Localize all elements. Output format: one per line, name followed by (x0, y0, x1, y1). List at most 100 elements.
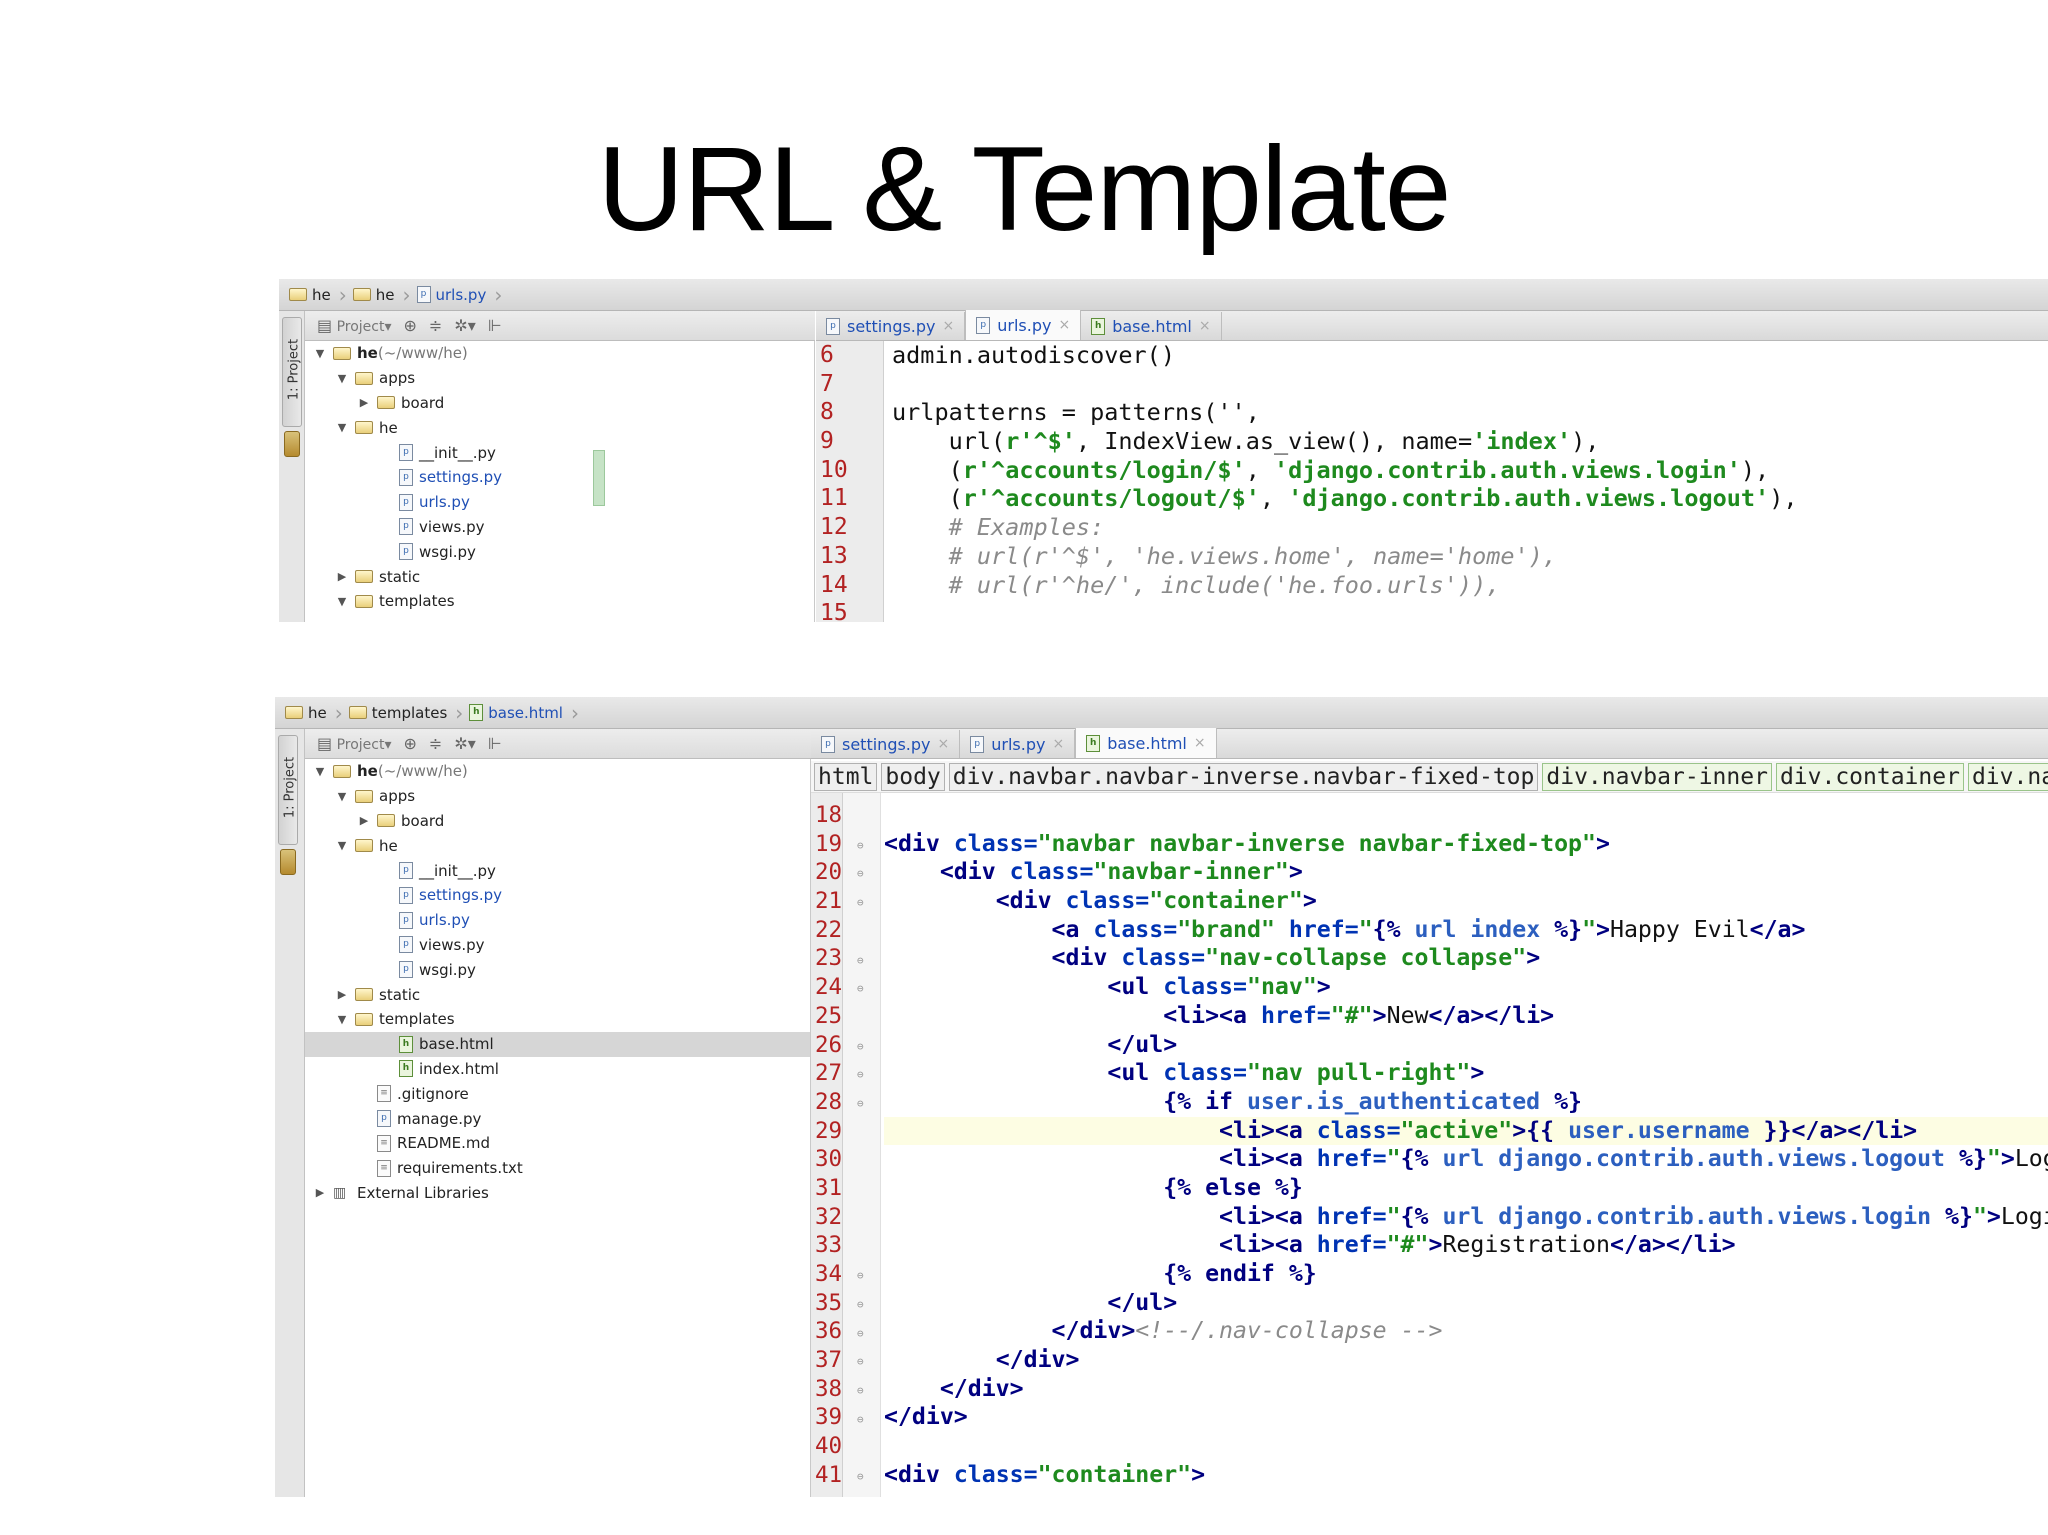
code-line[interactable]: </div> (884, 1346, 2048, 1375)
tree-item[interactable]: ▼templates (305, 589, 814, 614)
fold-marker-icon[interactable]: ⊖ (857, 1384, 864, 1397)
code-line[interactable] (892, 599, 2048, 622)
tag-path-item[interactable]: div.container (1775, 762, 1964, 791)
breadcrumb-item[interactable]: templates (348, 697, 456, 728)
fold-marker-icon[interactable]: ⊖ (857, 838, 864, 852)
fold-marker-icon[interactable]: ⊖ (857, 1039, 864, 1053)
close-icon[interactable]: × (1193, 735, 1206, 751)
collapse-arrow-icon[interactable]: ▶ (337, 988, 347, 1002)
breadcrumb-item[interactable]: he (285, 697, 335, 728)
project-view-dropdown[interactable]: ▤ Project▾ (317, 316, 392, 335)
code-line[interactable]: <li><a class="active">{{ user.username }… (884, 1116, 2048, 1146)
tree-item[interactable]: ▼he (~/www/he) (305, 759, 810, 784)
fold-marker-icon[interactable]: ⊖ (857, 1269, 864, 1283)
tree-item[interactable]: ≡requirements.txt (305, 1156, 810, 1181)
code-line[interactable]: </div> (884, 1375, 2048, 1404)
close-icon[interactable]: × (937, 736, 950, 752)
code-line[interactable]: url(r'^$', IndexView.as_view(), name='in… (892, 427, 2048, 456)
tree-item[interactable]: ▶board (305, 809, 810, 834)
code-line[interactable]: {% endif %} (884, 1260, 2048, 1289)
code-editor[interactable]: <div class="navbar navbar-inverse navbar… (881, 793, 2048, 1497)
code-line[interactable]: <li><a href="#">Registration</a></li> (884, 1231, 2048, 1260)
fold-marker-icon[interactable]: ⊖ (857, 982, 864, 996)
project-view-dropdown[interactable]: ▤ Project▾ (317, 734, 392, 753)
collapse-arrow-icon[interactable]: ▶ (337, 570, 347, 584)
close-icon[interactable]: × (1052, 736, 1065, 752)
code-line[interactable]: <ul class="nav pull-right"> (884, 1059, 2048, 1088)
tag-path-item[interactable]: div.nav-collapse.collaps (1967, 762, 2048, 791)
code-line[interactable]: <a class="brand" href="{% url index %}">… (884, 916, 2048, 945)
code-line[interactable]: </div><!--/.nav-collapse --> (884, 1317, 2048, 1346)
close-icon[interactable]: × (1058, 317, 1071, 333)
expand-arrow-icon[interactable]: ▼ (337, 1012, 347, 1026)
code-line[interactable]: <div class="navbar-inner"> (884, 858, 2048, 887)
tree-item[interactable]: ≡.gitignore (305, 1081, 810, 1106)
structure-tool-tab[interactable] (284, 431, 300, 457)
code-line[interactable]: <li><a href="{% url django.contrib.auth.… (884, 1145, 2048, 1174)
code-line[interactable]: <div class="navbar navbar-inverse navbar… (884, 830, 2048, 859)
code-line[interactable]: # Examples: (892, 513, 2048, 542)
scroll-from-source-icon[interactable]: ⊕ (403, 734, 417, 753)
fold-marker-icon[interactable]: ⊖ (857, 1326, 864, 1340)
code-line[interactable]: {% else %} (884, 1174, 2048, 1203)
code-line[interactable]: {% if user.is_authenticated %} (884, 1088, 2048, 1117)
code-line[interactable]: </ul> (884, 1031, 2048, 1060)
tree-item[interactable]: ▼templates (305, 1007, 810, 1032)
code-line[interactable]: </div> (884, 1403, 2048, 1432)
tree-item[interactable]: ▶static (305, 982, 810, 1007)
project-tool-tab[interactable]: 1: Project (282, 317, 302, 427)
code-line[interactable]: (r'^accounts/login/$', 'django.contrib.a… (892, 456, 2048, 485)
tree-item[interactable]: ▶board (305, 391, 814, 416)
hide-panel-icon[interactable]: ⊩ (487, 316, 502, 335)
code-line[interactable]: </ul> (884, 1289, 2048, 1318)
tag-path-item[interactable]: div.navbar-inner (1542, 762, 1772, 791)
code-line[interactable]: (r'^accounts/logout/$', 'django.contrib.… (892, 484, 2048, 513)
code-line[interactable]: <div class="nav-collapse collapse"> (884, 944, 2048, 973)
breadcrumb-item[interactable]: he (352, 279, 403, 310)
structure-tool-tab[interactable] (280, 849, 296, 875)
expand-arrow-icon[interactable]: ▼ (315, 764, 325, 778)
expand-arrow-icon[interactable]: ▼ (337, 839, 347, 853)
expand-arrow-icon[interactable]: ▼ (315, 346, 325, 360)
fold-marker-icon[interactable]: ⊖ (857, 1297, 864, 1311)
code-line[interactable]: <li><a href="#">New</a></li> (884, 1002, 2048, 1031)
fold-marker-icon[interactable]: ⊖ (857, 896, 864, 910)
close-icon[interactable]: × (1198, 318, 1211, 334)
code-line[interactable]: # url(r'^he/', include('he.foo.urls')), (892, 571, 2048, 600)
tree-item[interactable]: ≡README.md (305, 1131, 810, 1156)
collapse-arrow-icon[interactable]: ▶ (359, 814, 369, 828)
fold-marker-icon[interactable]: ⊖ (857, 1068, 864, 1082)
code-line[interactable]: <div class="container"> (884, 1461, 2048, 1490)
fold-marker-icon[interactable]: ⊖ (857, 1355, 864, 1369)
fold-marker-icon[interactable]: ⊖ (857, 1412, 864, 1426)
code-editor[interactable]: admin.autodiscover()urlpatterns = patter… (884, 341, 2048, 622)
tree-item[interactable]: ▼apps (305, 366, 814, 391)
collapse-all-icon[interactable]: ≑ (428, 316, 443, 335)
expand-arrow-icon[interactable]: ▼ (337, 789, 347, 803)
fold-marker-icon[interactable]: ⊖ (857, 953, 864, 967)
tree-item[interactable]: ▼he (305, 833, 810, 858)
collapse-arrow-icon[interactable]: ▶ (315, 1186, 325, 1200)
tag-path-item[interactable]: html (814, 762, 878, 791)
tree-item[interactable]: p__init__.py (305, 858, 810, 883)
code-line[interactable] (884, 801, 2048, 830)
tree-item[interactable]: ▼he (305, 415, 814, 440)
scroll-from-source-icon[interactable]: ⊕ (403, 316, 417, 335)
tag-path-item[interactable]: div.navbar.navbar-inverse.navbar-fixed-t… (948, 762, 1539, 791)
fold-marker-icon[interactable]: ⊖ (857, 867, 864, 881)
